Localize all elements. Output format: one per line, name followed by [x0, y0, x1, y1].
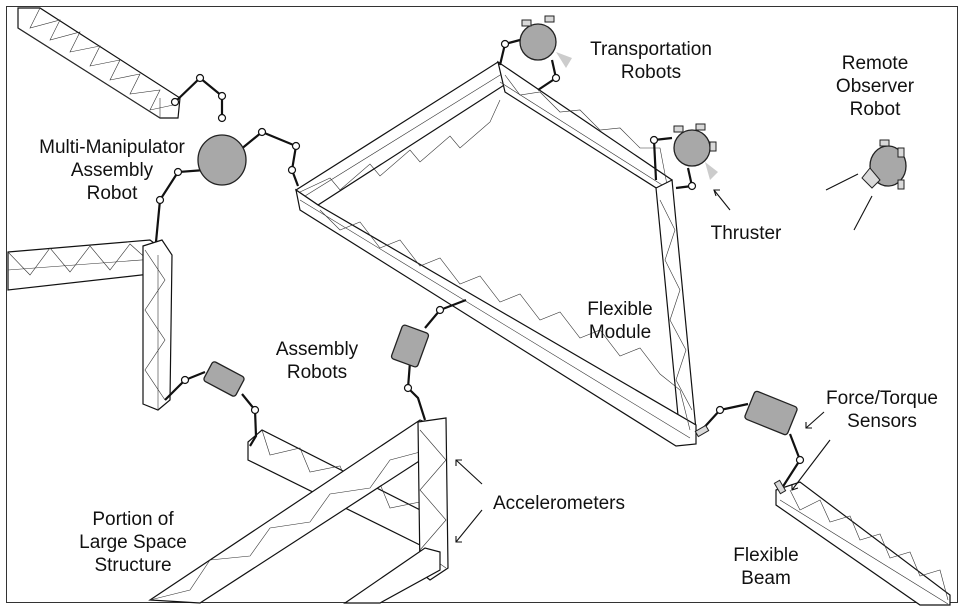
assembly-robots-label: Assembly Robots — [275, 339, 359, 383]
transportation-robot-1 — [498, 15, 572, 91]
flexible-module — [294, 60, 697, 447]
flexible-beam — [775, 481, 951, 606]
left-horizontal-beam — [7, 239, 171, 291]
transportation-robot-2 — [649, 123, 718, 191]
accelerometers-label: Accelerometers — [493, 493, 625, 514]
diagram-frame — [6, 6, 958, 603]
flexible-beam-label: Flexible Beam — [733, 545, 799, 589]
multi-manipulator-robot-body — [197, 134, 247, 186]
thruster-label: Thruster — [710, 223, 782, 244]
portion-label: Portion of Large Space Structure — [79, 509, 187, 576]
annotation-arrows — [455, 189, 831, 543]
top-left-beam — [17, 7, 181, 119]
transportation-robots-label: Transportation Robots — [590, 39, 712, 83]
force-torque-label: Force/Torque Sensors — [826, 388, 938, 432]
assembly-robot-left — [164, 361, 260, 447]
force-torque-robot — [694, 390, 805, 495]
remote-observer-label: Remote Observer Robot — [835, 53, 915, 120]
flexible-module-label: Flexible Module — [587, 299, 653, 343]
remote-observer-robot — [825, 139, 907, 231]
left-vertical-column — [142, 239, 173, 411]
multi-manipulator-arms — [154, 73, 301, 243]
assembly-robot-center — [390, 298, 467, 421]
lower-structure — [148, 417, 449, 604]
multi-manipulator-label: Multi-Manipulator Assembly Robot — [39, 137, 185, 204]
